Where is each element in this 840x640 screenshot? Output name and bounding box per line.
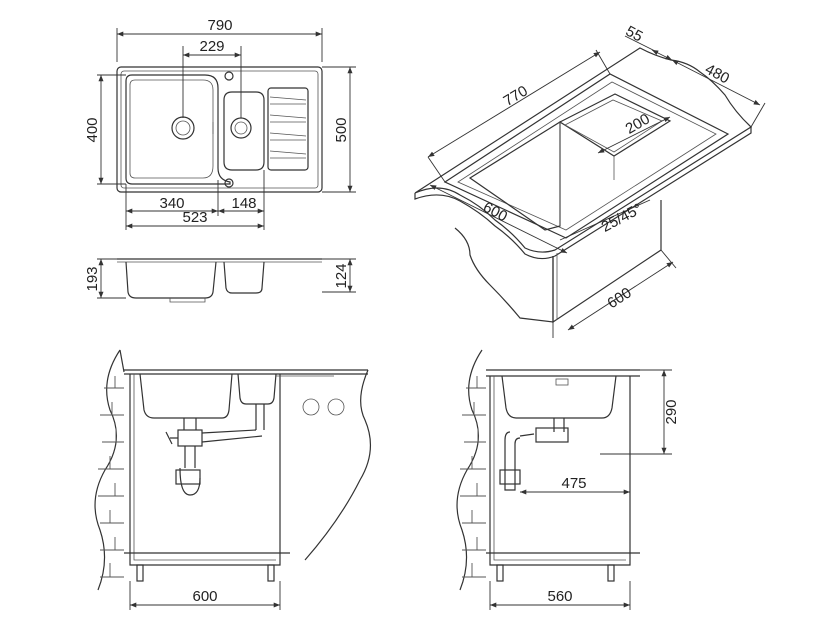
top-view: 790 229 400 500 340 148 523	[84, 17, 356, 230]
large-bowl	[125, 74, 231, 185]
side-install-view: 290 475 560	[456, 349, 680, 610]
brick-wall-right	[460, 376, 486, 578]
drain-pipes	[165, 404, 265, 496]
dim-148: 148	[231, 195, 256, 212]
side-view: 193 124	[84, 258, 356, 303]
dim-523: 523	[182, 209, 207, 226]
dim-124: 124	[333, 263, 350, 288]
dim-400: 400	[84, 117, 101, 142]
dim-340: 340	[159, 195, 184, 212]
worktop	[414, 47, 752, 253]
brick-wall-left	[98, 376, 124, 578]
dim-790: 790	[207, 17, 232, 34]
dim-corner: 25/45°	[599, 200, 645, 235]
small-bowl	[223, 91, 265, 171]
dim-475: 475	[561, 475, 586, 492]
dim-500: 500	[333, 117, 350, 142]
dim-600-cabinet: 600	[604, 284, 634, 312]
cabinet-front	[129, 374, 281, 566]
bowl-large-front	[139, 373, 233, 419]
dim-55: 55	[623, 23, 646, 46]
dim-229: 229	[199, 38, 224, 55]
cabinet	[454, 227, 554, 323]
socket-circle	[302, 398, 320, 416]
side-drain-pipes	[499, 418, 569, 491]
sink-outline	[116, 66, 323, 193]
tap-hole	[224, 71, 234, 81]
dim-560: 560	[547, 588, 572, 605]
dim-600-front: 600	[192, 588, 217, 605]
dim-193: 193	[84, 266, 101, 291]
dim-200: 200	[623, 110, 653, 137]
bowl-small-front	[237, 373, 277, 405]
isometric-view: 770 55 480 200 600 25/45° 600	[414, 23, 766, 338]
dim-290: 290	[663, 399, 680, 424]
large-bowl-drain	[171, 116, 195, 140]
front-install-view: 600	[94, 349, 372, 610]
drainer-grooves	[267, 87, 309, 171]
dim-480: 480	[702, 61, 732, 88]
dim-770: 770	[501, 82, 531, 109]
bowl-side	[501, 375, 617, 419]
small-bowl-drain	[230, 117, 252, 139]
